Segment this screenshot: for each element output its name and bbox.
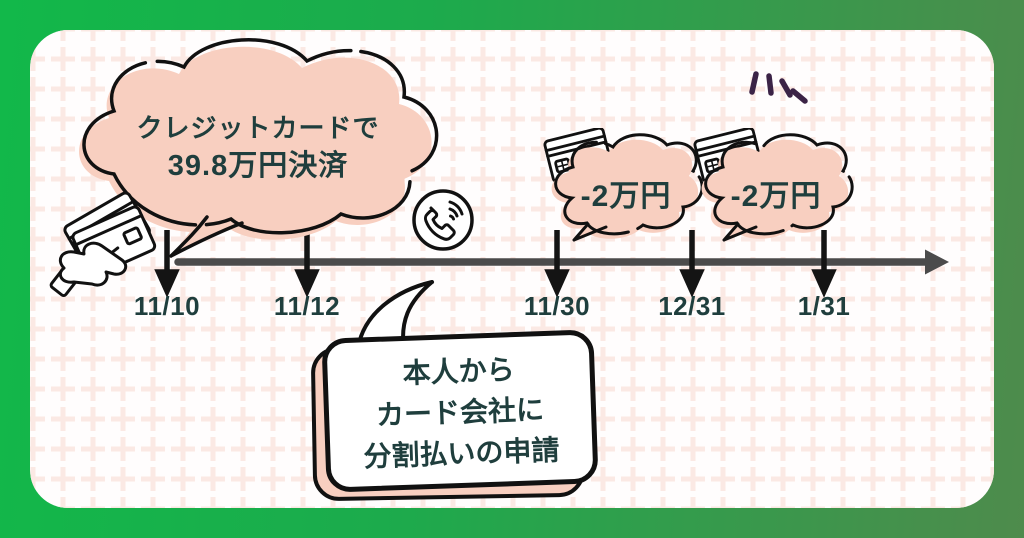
installment-bubble-2: [693, 128, 854, 242]
date-label-11-12: 11/12: [273, 291, 341, 321]
installment-amount-2: -2万円: [730, 180, 822, 213]
payment-cloud-line2: 39.8万円決済: [167, 150, 349, 182]
date-label-11-10: 11/10: [133, 291, 201, 321]
date-label-1-31: 1/31: [797, 291, 851, 321]
date-label-11-30: 11/30: [523, 291, 591, 321]
payment-cloud-text: クレジットカードで 39.8万円決済: [118, 110, 398, 186]
installment-bubble-1: [543, 128, 704, 242]
application-line3: 分割払いの申請: [362, 434, 560, 473]
hand-holding-credit-cards-icon: [49, 191, 157, 298]
speech-bubble-body: 本人から カード会社に 分割払いの申請: [321, 329, 599, 493]
payment-cloud-line1: クレジットカードで: [136, 113, 380, 143]
date-label-12-31: 12/31: [658, 291, 726, 321]
phone-call-icon: [412, 189, 474, 251]
installment-amount-1: -2万円: [580, 180, 672, 213]
application-speech-bubble: 本人から カード会社に 分割払いの申請: [310, 280, 612, 514]
cloud-bubble-icon: [78, 38, 439, 258]
